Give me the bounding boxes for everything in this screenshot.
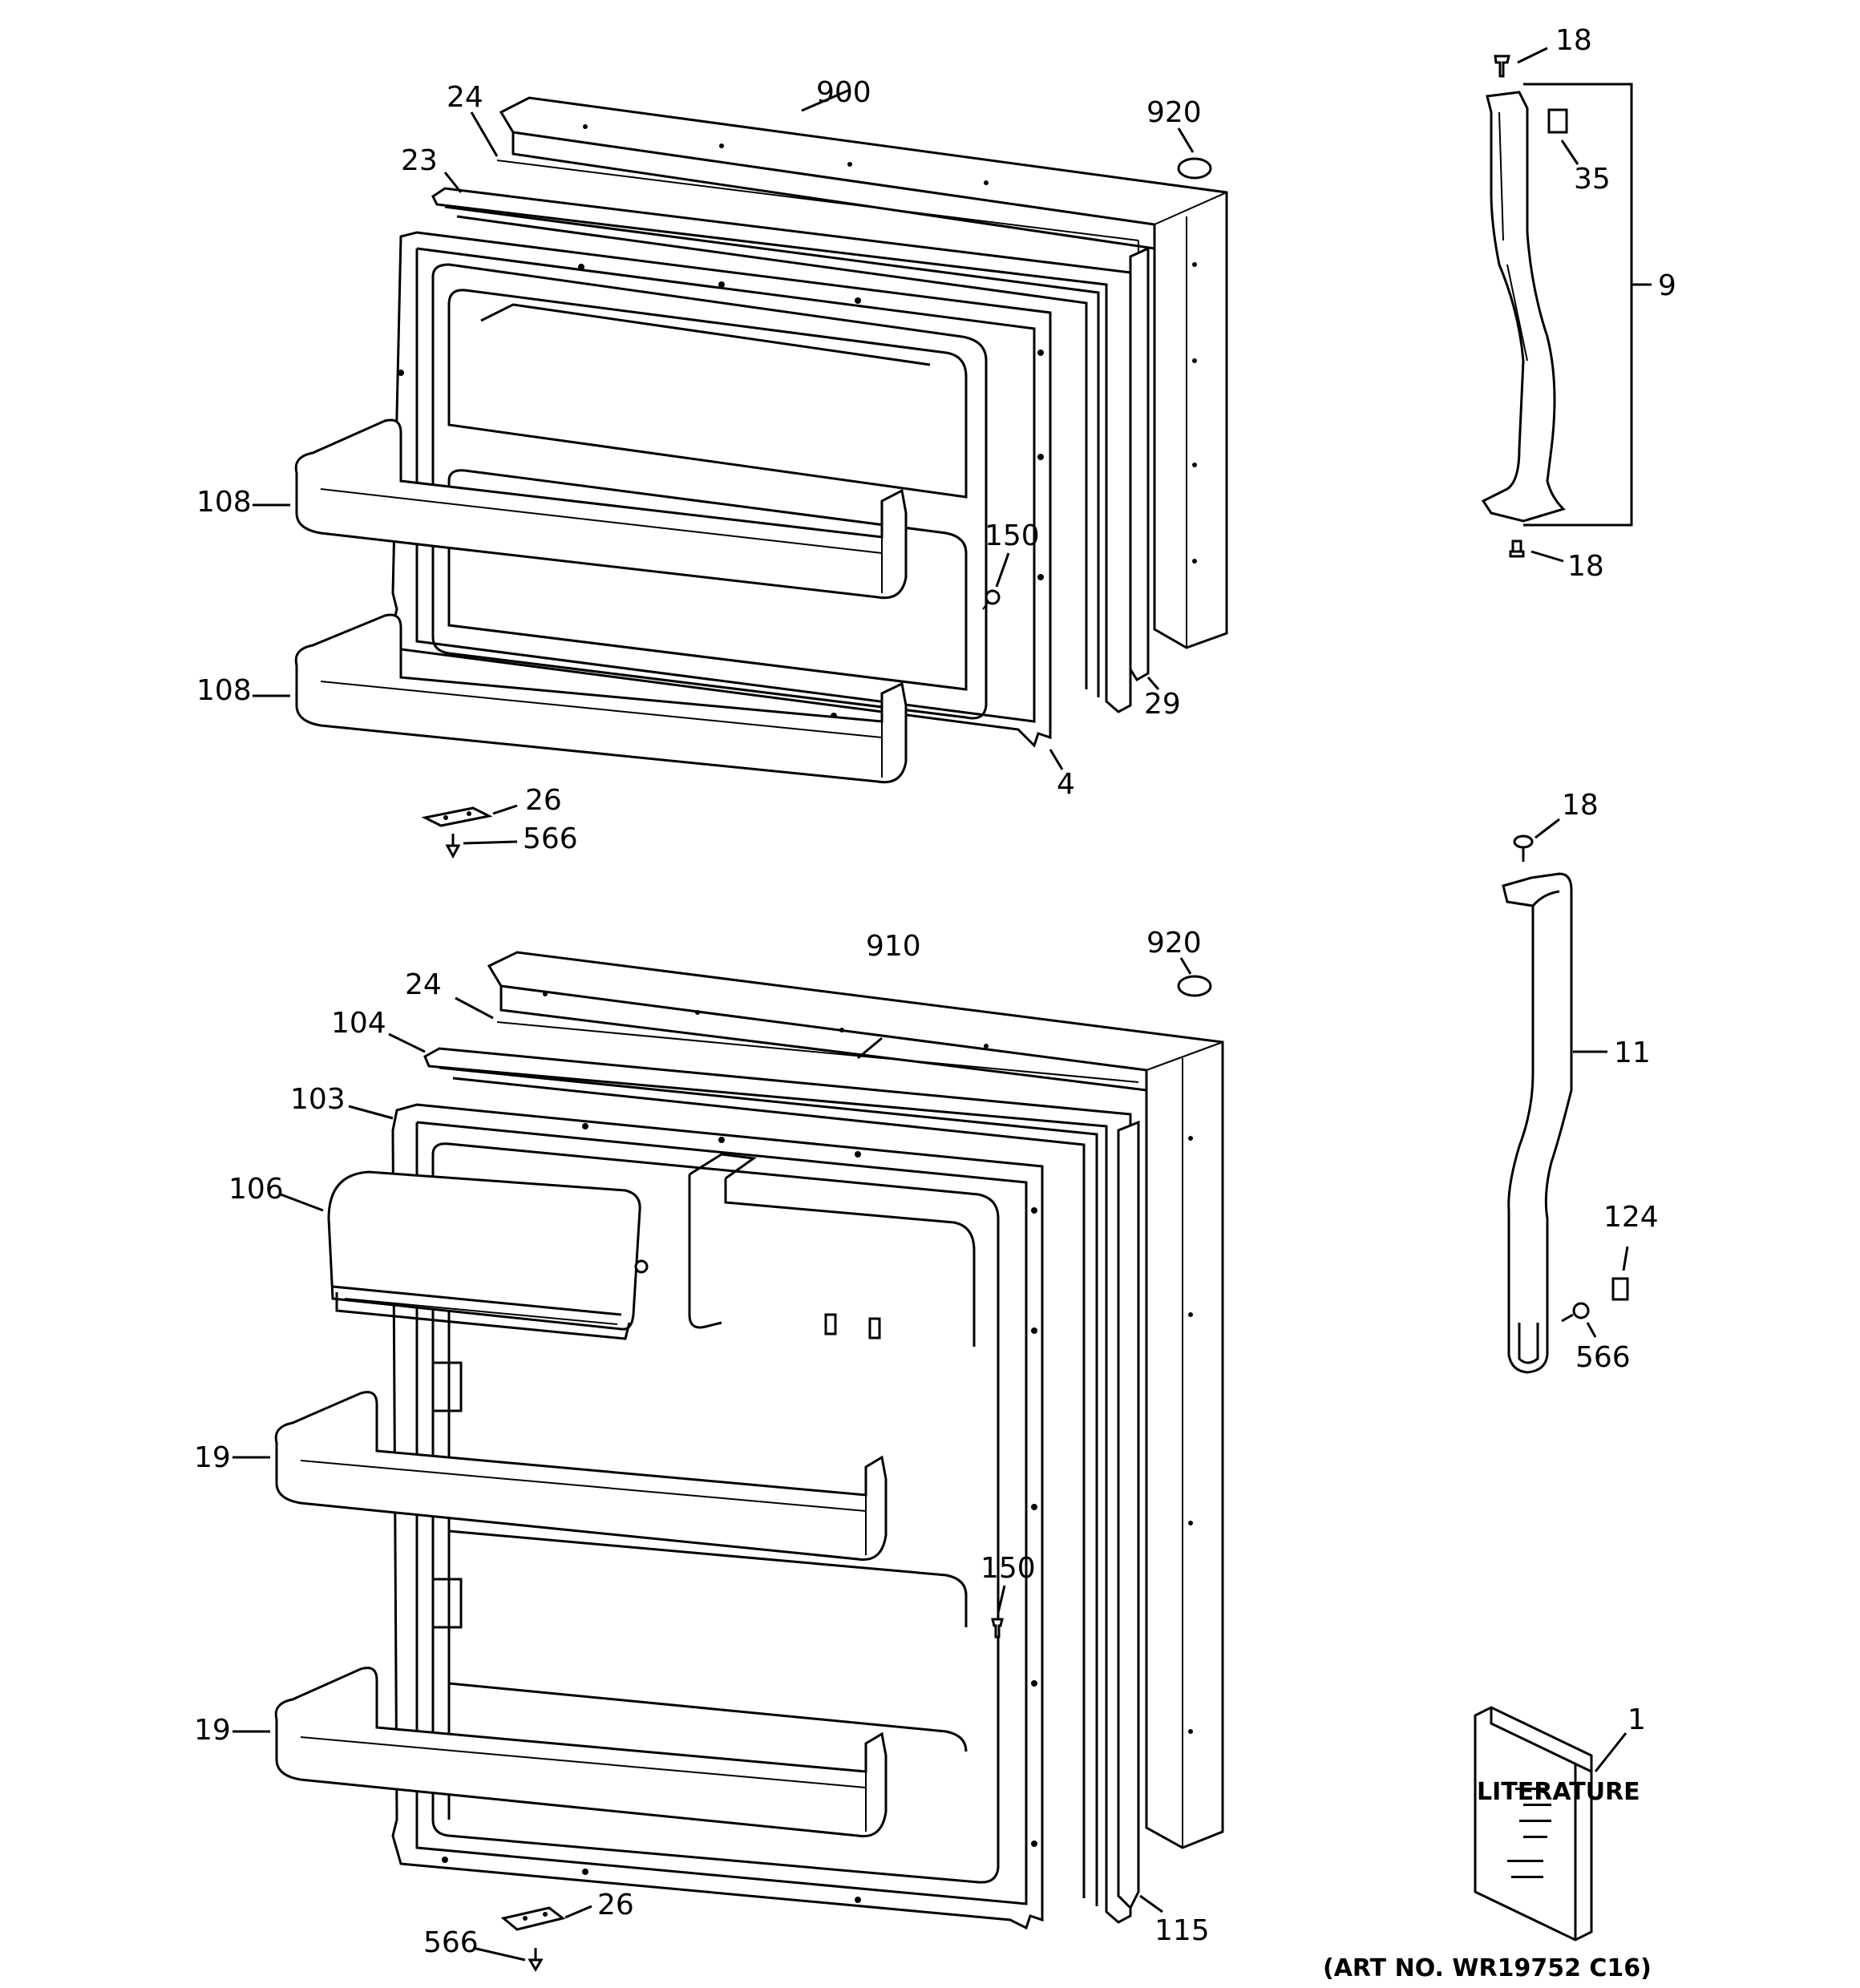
callout-18-a: 18 (1555, 24, 1592, 57)
callout-566-bottom: 566 (423, 1926, 479, 1959)
callout-24-bottom: 24 (405, 968, 442, 1001)
callout-19-upper: 19 (194, 1441, 231, 1474)
fresh-food-handle-11 (1502, 872, 1573, 1374)
callout-566-side: 566 (1575, 1341, 1631, 1374)
callout-150-top: 150 (985, 519, 1040, 552)
clip-124 (1611, 1277, 1629, 1301)
callout-1: 1 (1628, 1703, 1646, 1736)
door-shelf-108-upper (294, 418, 908, 600)
callout-900: 900 (816, 76, 871, 109)
callout-104: 104 (331, 1007, 386, 1040)
screw-566-bottom (528, 1948, 544, 1972)
screw-18-b (1509, 539, 1525, 558)
callout-24-top: 24 (447, 81, 483, 114)
callout-108-lower: 108 (196, 674, 252, 707)
plug-920-top (1177, 157, 1212, 180)
callout-26-bottom: 26 (597, 1889, 634, 1921)
callout-18-b: 18 (1567, 550, 1604, 583)
callout-106: 106 (228, 1173, 284, 1206)
hinge-26-bottom (500, 1906, 566, 1931)
screw-150-bottom (991, 1618, 1004, 1638)
screw-150-top (982, 589, 1001, 610)
hinge-26-top (421, 806, 493, 827)
dairy-door-106 (327, 1170, 649, 1340)
callout-910: 910 (866, 930, 921, 963)
fresh-food-door-assembly (274, 951, 1224, 1972)
plug-920-bottom (1177, 975, 1212, 997)
callout-566-top: 566 (523, 822, 578, 855)
literature-caption: LITERATURE (1477, 1778, 1640, 1806)
screw-566-side (1561, 1302, 1590, 1323)
screw-18-c (1513, 834, 1534, 862)
callout-labels: 900 920 24 23 108 108 150 29 4 26 566 18… (194, 24, 1676, 1959)
callout-108-upper: 108 (196, 486, 252, 519)
callout-115: 115 (1154, 1914, 1210, 1947)
art-number-caption: (ART NO. WR19752 C16) (1323, 1954, 1652, 1982)
callout-4: 4 (1057, 768, 1075, 801)
door-gasket-104 (423, 1021, 1139, 1924)
callout-124: 124 (1603, 1201, 1659, 1234)
leader-lines (232, 46, 1629, 1962)
callout-11: 11 (1614, 1036, 1651, 1069)
door-liner-4 (391, 231, 1052, 748)
door-shelf-19-upper (274, 1391, 888, 1562)
callout-9: 9 (1658, 269, 1676, 302)
breaker-strip-29 (1129, 246, 1150, 682)
cap-35 (1547, 108, 1568, 134)
callout-29: 29 (1144, 688, 1181, 721)
outer-door-900 (499, 96, 1228, 649)
callout-35: 35 (1574, 163, 1611, 196)
callout-150-bottom: 150 (981, 1552, 1036, 1585)
screw-566-top (445, 834, 461, 859)
callout-920-bottom: 920 (1146, 927, 1202, 960)
freezer-handle-9 (1481, 83, 1652, 527)
freezer-door-assembly (294, 96, 1228, 859)
door-shelf-19-lower (274, 1667, 888, 1838)
callout-920-top: 920 (1146, 96, 1202, 129)
callout-26-top: 26 (525, 784, 562, 817)
callout-18-c: 18 (1562, 789, 1599, 822)
door-shelf-108-lower (294, 613, 908, 784)
callout-23: 23 (401, 144, 438, 177)
literature-booklet-1 (1474, 1706, 1593, 1942)
screw-18-a (1494, 55, 1510, 78)
breaker-strip-115 (1117, 1120, 1140, 1910)
callout-103: 103 (290, 1083, 346, 1116)
callout-19-lower: 19 (194, 1714, 231, 1747)
